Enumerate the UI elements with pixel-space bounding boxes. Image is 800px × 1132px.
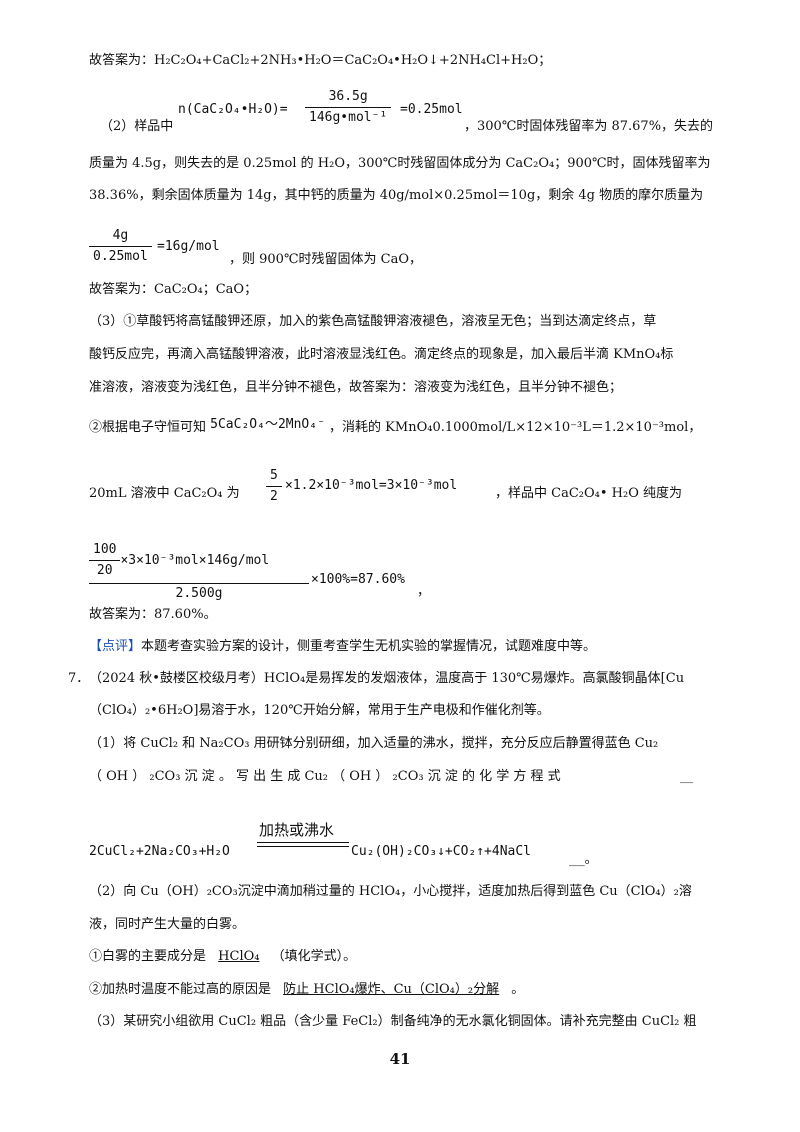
text-line: （2）向 Cu（OH）₂CO₃沉淀中滴加稍过量的 HClO₄，小心搅拌，适度加热… [89,884,692,899]
fraction-denominator: 2 [270,489,278,504]
text-line: 液，同时产生大量的白雾。 [89,917,246,932]
fraction-numerator: 36.5g [305,87,392,108]
text-span: ，样品中 CaC₂O₄• H₂O 纯度为 [495,486,682,501]
text-line: 38.36%，剩余固体质量为 14g，其中钙的质量为 40g/mol×0.25m… [89,188,704,203]
fraction: 4g 0.25mol [89,226,152,267]
fraction-numerator: 5 [266,466,282,487]
text-line: （3）某研究小组欲用 CuCl₂ 粗品（含少量 FeCl₂）制备纯净的无水氯化铜… [89,1014,697,1029]
formula-lhs: n(CaC₂O₄•H₂O)= [178,102,288,117]
text-span: ①白雾的主要成分是 [89,949,207,964]
text-line: 【点评】本题考查实验方案的设计，侧重考查学生无机实验的掌握情况，试题难度中等。 [89,637,596,657]
formula-result: =0.25mol [400,102,463,117]
text-line: 质量为 4.5g，则失去的是 0.25mol 的 H₂O，300℃时残留固体成分… [89,156,711,171]
text-span: （2）样品中 [100,119,174,134]
fraction-denominator: 2.500g [175,586,223,601]
formula-line: ②根据电子守恒可知 5CaC₂O₄～2MnO₄⁻ ，消耗的 KMnO₄0.100… [89,417,702,438]
comment-tag: 【点评】 [89,639,142,654]
text-span: ，则 900℃时残留固体为 CaO， [229,252,422,267]
text-line: 准溶液，溶液变为浅红色，且半分钟不褪色，故答案为：溶液变为浅红色，且半分钟不褪色… [89,380,623,395]
text-line: （3）①草酸钙将高锰酸钾还原，加入的紫色高锰酸钾溶液褪色，溶液呈无色；当到达滴定… [89,314,657,329]
fraction-denominator: 146g•mol⁻¹ [309,110,388,125]
answer-blank: __ [680,769,693,784]
text-line: （2024 秋•鼓楼区校级月考）HClO₄是易挥发的发烟液体，温度高于 130℃… [89,671,685,686]
equals-line-bottom [257,846,349,847]
text-span: （ OH ） ₂CO₃ 沉 淀 。 写 出 生 成 Cu₂ （ OH ） ₂CO… [89,769,561,784]
fraction: 5 2 [266,466,282,507]
reaction-condition: 加热或沸水 [259,821,335,839]
answer-field: 防止 HClO₄爆炸、Cu（ClO₄）₂分解 [283,982,500,997]
text-line: （1）将 CuCl₂ 和 Na₂CO₃ 用研钵分别研细，加入适量的沸水，搅拌，充… [89,736,659,751]
formula-result: ×100%=87.60% [311,572,405,587]
formula: ×1.2×10⁻³mol=3×10⁻³mol [285,478,458,493]
text-line: 故答案为：CaC₂O₄；CaO； [89,282,258,297]
equals-line-top [257,842,349,843]
fraction-numerator: 4g [89,226,152,247]
big-fraction: 100 20 ×3×10⁻³mol×146g/mol 2.500g [89,540,309,604]
text-line: ①白雾的主要成分是 HClO₄ （填化学式）。 [89,947,356,967]
text-span: 本题考查实验方案的设计，侧重考查学生无机实验的掌握情况，试题难度中等。 [141,639,597,654]
inner-fraction: 100 20 [89,540,121,581]
text-span: 20mL 溶液中 CaC₂O₄ 为 [89,486,240,501]
text-span: ， [417,584,431,599]
equation-right: Cu₂(OH)₂CO₃↓+CO₂↑+4NaCl [351,844,532,859]
text-span: ，300℃时固体残留率为 87.67%，失去的 [464,119,714,134]
fraction-numerator: 100 20 ×3×10⁻³mol×146g/mol [89,540,309,584]
fraction-denominator: 0.25mol [93,249,148,264]
numerator-expr: ×3×10⁻³mol×146g/mol [120,553,270,568]
text-line: 故答案为：87.60%。 [89,607,217,622]
formula-result: =16g/mol [157,239,220,254]
text-line: 酸钙反应完，再滴入高锰酸钾溶液，此时溶液显浅红色。滴定终点的现象是，加入最后半滴… [89,347,674,362]
inner-denominator: 20 [96,563,113,578]
text-line: （ OH ） ₂CO₃ 沉 淀 。 写 出 生 成 Cu₂ （ OH ） ₂CO… [89,767,561,787]
text-span: ，消耗的 KMnO₄0.1000mol/L×12×10⁻³L＝1.2×10⁻³m… [329,420,702,435]
inner-numerator: 100 [89,540,121,561]
text-line: （ClO₄）₂•6H₂O]易溶于水，120℃开始分解，常用于生产电极和作催化剂等… [89,703,550,718]
equation-left: 2CuCl₂+2Na₂CO₃+H₂O [89,844,230,859]
text-line: ②加热时温度不能过高的原因是 防止 HClO₄爆炸、Cu（ClO₄）₂分解 。 [89,980,524,1000]
text-span: （填化学式）。 [271,949,357,964]
question-number: 7． [68,671,90,686]
text-span: ②根据电子守恒可知 [89,420,207,435]
equation-end: __。 [569,852,598,867]
fraction: 36.5g 146g•mol⁻¹ [305,87,392,128]
text-line: 故答案为：H₂C₂O₄+CaCl₂+2NH₃•H₂O＝CaC₂O₄•H₂O↓+2… [89,53,552,68]
formula: 5CaC₂O₄～2MnO₄⁻ [210,417,325,432]
text-span: ②加热时温度不能过高的原因是 [89,982,272,997]
page-number: 41 [389,1050,411,1068]
answer-field: HClO₄ [218,949,260,964]
text-span: 。 [511,982,525,997]
